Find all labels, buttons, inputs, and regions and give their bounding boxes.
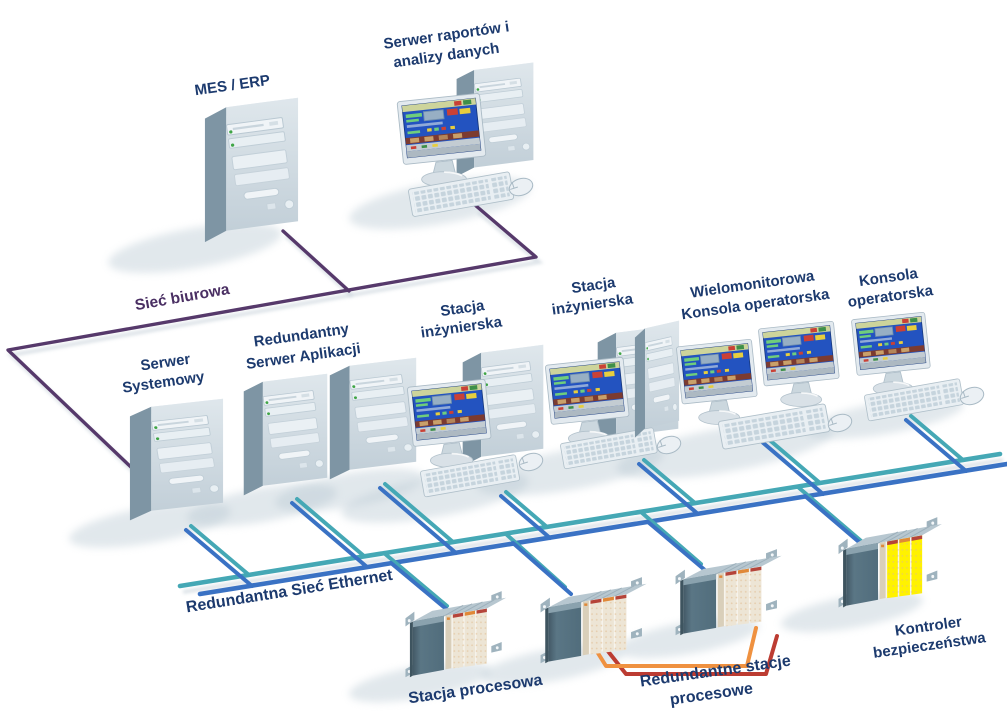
ethernet-teal-line — [177, 451, 1003, 589]
ethernet-blue-line — [197, 461, 1007, 597]
label-eng-station-2-line2: inżynierska — [551, 290, 635, 318]
drop-eng-station-1 — [499, 490, 552, 540]
label-eng-station-1-line1: Stacja — [439, 297, 486, 320]
label-system-server-line2: Systemowy — [121, 368, 206, 396]
drop-app-server-2 — [378, 482, 458, 555]
drop-system-server — [184, 524, 254, 588]
drop-app-server-1 — [290, 497, 369, 569]
redundancy-link-orange — [594, 626, 758, 668]
drop-redundant-plc-a — [504, 532, 573, 596]
app-server-tower-2 — [329, 357, 417, 480]
process-station-plc — [404, 590, 507, 678]
redundancy-link-red — [605, 634, 779, 676]
reports-analytics-workstation — [396, 62, 536, 218]
drop-multi-console — [759, 435, 825, 496]
ethernet-drops — [184, 414, 968, 615]
office-network-lines — [6, 203, 544, 476]
app-server-tower-1 — [243, 373, 328, 496]
drop-redundant-plc-b — [639, 510, 708, 573]
redundant-process-station-b — [675, 548, 783, 636]
label-office-network: Sieć biurowa — [134, 281, 231, 314]
plc-redundancy-link — [594, 626, 779, 676]
label-mes-erp: MES / ERP — [194, 72, 271, 99]
office-network-bus — [6, 203, 538, 471]
safety-controller-plc — [838, 516, 943, 608]
mes-erp-server — [204, 97, 299, 243]
operator-console — [850, 311, 987, 422]
label-eng-station-2-line1: Stacja — [570, 274, 617, 297]
label-system-server-line1: Serwer — [139, 351, 191, 375]
drop-process-station — [382, 551, 453, 615]
office-network-branch-mes — [281, 229, 351, 293]
label-eng-station-1-line2: inżynierska — [420, 313, 504, 341]
system-server-tower — [129, 398, 224, 521]
drop-eng-station-2 — [637, 458, 700, 516]
redundant-ethernet-bus — [177, 451, 1007, 597]
drop-operator-console — [904, 414, 968, 473]
